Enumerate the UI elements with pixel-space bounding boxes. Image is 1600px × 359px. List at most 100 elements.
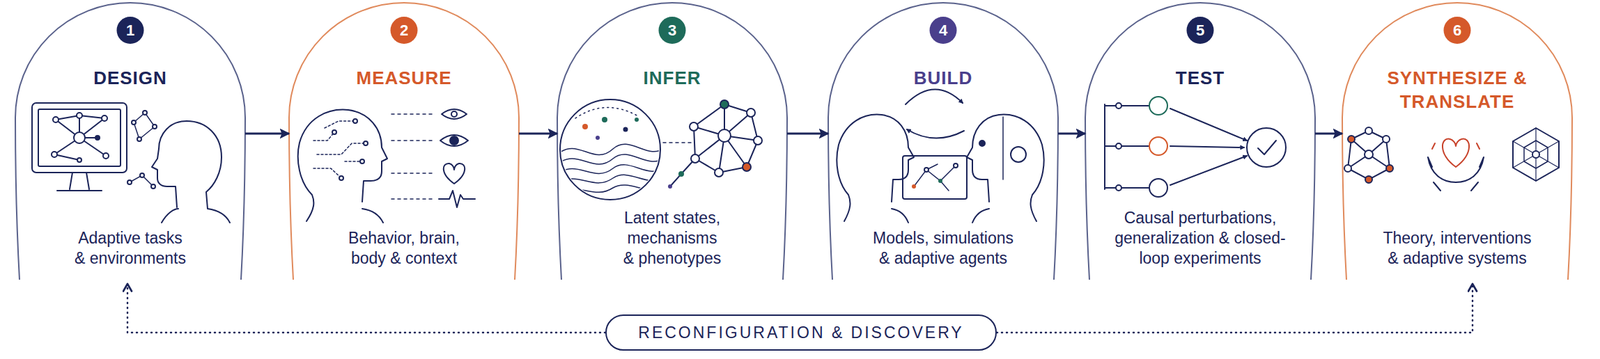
network-node xyxy=(953,163,958,168)
eye-icon xyxy=(440,135,469,147)
design-illustration xyxy=(32,103,230,223)
signal-leader xyxy=(391,114,435,200)
data-dot xyxy=(601,117,608,123)
network-node xyxy=(742,162,751,172)
network-node xyxy=(720,100,729,109)
heart-accent xyxy=(1432,143,1480,150)
arch-outline xyxy=(557,2,788,281)
wave-line xyxy=(557,154,666,165)
network-node xyxy=(1365,127,1373,135)
stage-panel: 2MEASURE Behavior, brain, body & context xyxy=(289,2,519,281)
perturbation-lines xyxy=(1104,104,1150,190)
converge-arrow xyxy=(1170,156,1247,186)
pill-label: RECONFIGURATION & DISCOVERY xyxy=(638,323,964,343)
step-title: MEASURE xyxy=(292,66,516,90)
hexagon-spokes xyxy=(1512,128,1559,182)
circuit-node xyxy=(332,130,337,135)
wave-line xyxy=(557,165,666,175)
person-head xyxy=(151,121,230,223)
network-node xyxy=(1364,150,1373,159)
flow-arrow xyxy=(1315,133,1343,136)
robot-ear xyxy=(1010,146,1027,163)
brain-circuit xyxy=(313,121,366,179)
condition-circle xyxy=(1149,137,1168,156)
step-caption: Causal perturbations, generalization & c… xyxy=(1099,208,1302,269)
circuit-node xyxy=(339,176,344,181)
network-node xyxy=(140,173,145,178)
data-dot xyxy=(623,127,629,133)
arch-outline xyxy=(1085,2,1316,281)
robot-head xyxy=(966,114,1045,223)
heart-icon xyxy=(1442,139,1470,168)
link-leader xyxy=(663,142,694,144)
network-node xyxy=(101,115,108,122)
arch-outline xyxy=(289,2,519,281)
test-illustration xyxy=(1104,96,1286,198)
data-dot xyxy=(582,123,588,130)
network-node xyxy=(127,180,132,185)
arch-outline xyxy=(828,2,1059,281)
network-node xyxy=(714,168,724,177)
hexagon-icon xyxy=(1512,128,1559,182)
floating-network xyxy=(129,112,155,187)
robot-outline xyxy=(966,114,1045,223)
network-node xyxy=(1347,135,1355,143)
condition-circle xyxy=(1149,179,1168,198)
eye-pupil xyxy=(451,111,457,118)
network-node xyxy=(1382,135,1390,143)
network-node xyxy=(678,171,685,177)
step-caption: Behavior, brain, body & context xyxy=(299,228,509,269)
star-network xyxy=(670,104,758,187)
measure-illustration xyxy=(298,109,476,223)
infer-illustration xyxy=(557,99,763,200)
pulse-icon xyxy=(438,190,476,208)
check-mark xyxy=(1257,140,1277,155)
step-number: 2 xyxy=(390,16,418,44)
stage-panel: 3INFERLatent states, mechanisms & phenot… xyxy=(557,2,788,281)
network-node xyxy=(52,117,59,123)
step-caption: Adaptive tasks & environments xyxy=(25,228,235,269)
feedback-connector xyxy=(127,284,606,333)
wave-line xyxy=(557,185,666,194)
network-node xyxy=(142,110,147,115)
network-node xyxy=(51,151,58,158)
network-hub xyxy=(718,129,731,143)
network-node xyxy=(924,167,929,173)
network-node xyxy=(1386,165,1394,173)
wave-line xyxy=(557,174,666,184)
junction-node xyxy=(1115,143,1122,150)
icon-network xyxy=(1347,130,1390,180)
synthesize-illustration xyxy=(1344,127,1559,191)
network-node xyxy=(1532,151,1540,159)
step-number: 4 xyxy=(929,16,958,44)
network-node xyxy=(95,135,100,141)
stage-panel: 1DESIGNAdaptive tasks & environments xyxy=(15,2,246,281)
step-caption: Models, simulations & adaptive agents xyxy=(838,228,1048,269)
flow-arrow xyxy=(1058,133,1086,136)
network-node xyxy=(152,124,157,129)
circuit-node xyxy=(353,119,358,124)
arch-outline xyxy=(15,2,246,281)
condition-circle xyxy=(1149,96,1168,115)
network-node xyxy=(690,154,700,163)
converge-arrow xyxy=(1170,108,1247,141)
network-node xyxy=(689,122,698,131)
network-node xyxy=(73,132,85,144)
network-node xyxy=(746,108,756,118)
heart-icon xyxy=(443,163,465,184)
network-node xyxy=(911,184,916,189)
eye-icon xyxy=(441,109,467,120)
step-number: 3 xyxy=(658,16,687,44)
network-node xyxy=(77,158,82,163)
landscape-waves xyxy=(557,144,666,194)
monitor-screen xyxy=(38,109,121,167)
monitor-frame xyxy=(32,103,127,173)
wave-line xyxy=(557,144,666,155)
network-node xyxy=(668,184,673,189)
person-head xyxy=(298,110,388,223)
network-node xyxy=(1365,176,1373,184)
network-node xyxy=(131,120,136,125)
